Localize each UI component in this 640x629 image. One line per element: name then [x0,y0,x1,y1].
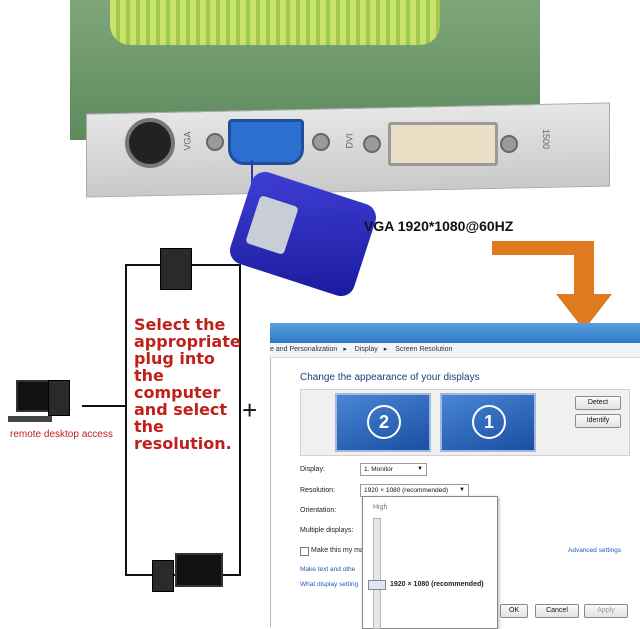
screw [363,135,381,153]
plus-sign: + [242,395,258,425]
apply-button[interactable]: Apply [584,604,628,618]
resolution-select-value: 1920 × 1080 (recommended) [364,487,449,494]
window-titlebar [270,323,640,343]
slider-selected-value: 1920 × 1080 (recommended) [390,581,484,588]
bottom-tower-icon [152,560,174,592]
resolution-label: Resolution: [300,487,336,494]
screw [206,133,224,151]
dvi-port [388,122,498,166]
multiple-displays-label: Multiple displays: [300,527,354,534]
vga-port-label: VGA [182,131,193,151]
screw [500,135,518,153]
orientation-label: Orientation: [300,507,337,514]
remote-desktop-label: remote desktop access [10,429,113,440]
breadcrumb-item[interactable]: Display [354,346,378,353]
resolution-slider-track[interactable] [373,518,381,629]
breadcrumb-item[interactable]: e and Personalization [270,346,338,353]
display-select[interactable]: 1. Monitor ▼ [360,463,427,476]
ok-button[interactable]: OK [500,604,528,618]
vga-port [228,119,304,165]
remote-tower-icon [48,380,70,416]
instruction-text: Select the appropriate plug into the com… [134,315,241,453]
slider-high-label: High [373,504,388,511]
arrow-vertical [574,241,594,297]
breadcrumb-item[interactable]: Screen Resolution [395,346,453,353]
screw [312,133,330,151]
make-main-label: Make this my ma [311,547,364,554]
display-settings-link[interactable]: What display setting [300,581,359,588]
identify-button[interactable]: Identify [575,414,621,428]
monitor-number: 2 [367,405,401,439]
resolution-slider-thumb[interactable] [368,580,386,590]
cancel-button[interactable]: Cancel [535,604,579,618]
chevron-down-icon: ▼ [459,487,465,493]
make-main-checkbox[interactable] [300,547,309,556]
display-select-value: 1. Monitor [364,466,393,473]
page-title: Change the appearance of your displays [300,372,480,383]
gpu-heatsink [110,0,440,45]
vga-spec-label: VGA 1920*1080@60HZ [364,218,514,234]
make-text-link[interactable]: Make text and othe [300,566,356,573]
bracket-side-label: 1500 [541,128,552,150]
resolution-dropdown[interactable] [362,496,498,629]
keyboard-icon [8,416,52,422]
desktop-tower-icon [160,248,192,290]
monitor-2-tile[interactable]: 2 [335,393,431,452]
chevron-down-icon: ▼ [417,466,423,472]
monitor-1-tile[interactable]: 1 [440,393,536,452]
svideo-port [125,118,175,168]
display-label: Display: [300,466,325,473]
bottom-monitor-icon [175,553,223,587]
detect-button[interactable]: Detect [575,396,621,410]
dvi-port-label: DVI [344,133,355,149]
arrow-horizontal [492,241,594,255]
remote-connection-line [82,405,126,407]
monitor-number: 1 [472,405,506,439]
breadcrumb: e and Personalization▸ Display▸ Screen R… [270,343,640,358]
advanced-settings-link[interactable]: Advanced settings [568,547,622,554]
